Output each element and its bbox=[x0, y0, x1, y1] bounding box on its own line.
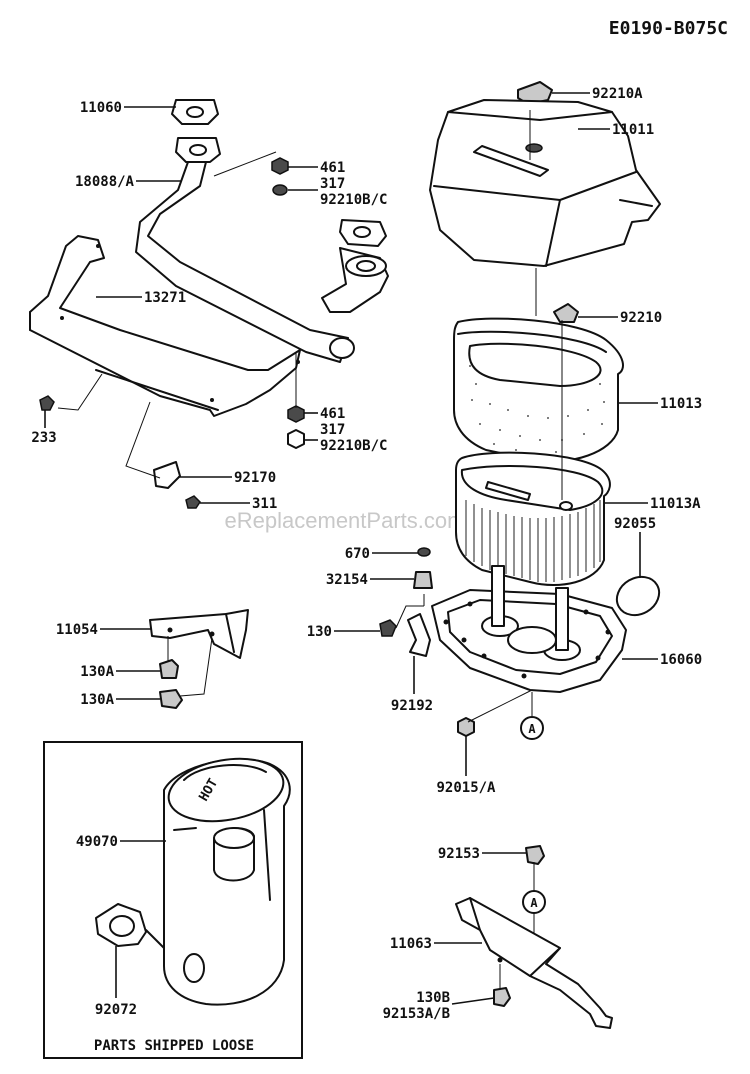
label-92072: 92072 bbox=[95, 1002, 137, 1018]
callout-a-lower: A bbox=[522, 890, 546, 914]
air-filter-element-11013a bbox=[455, 451, 611, 586]
wing-nut-92210 bbox=[553, 303, 579, 323]
label-11013a: 11013A bbox=[650, 496, 701, 512]
bolt-130b-92153ab bbox=[493, 987, 511, 1007]
label-461-bottom: 461 bbox=[320, 406, 345, 422]
nut-461-bottom bbox=[287, 405, 305, 423]
label-92210bc-bottom: 92210B/C bbox=[320, 438, 387, 454]
air-cleaner-cover-11011 bbox=[429, 99, 661, 267]
exhaust-bracket-13271 bbox=[29, 235, 301, 417]
label-92192: 92192 bbox=[391, 698, 433, 714]
diagram-id: E0190-B075C bbox=[609, 18, 728, 39]
label-49070: 49070 bbox=[76, 834, 118, 850]
pre-cleaner-foam-texture bbox=[469, 365, 605, 453]
bolt-233 bbox=[39, 395, 55, 411]
exhaust-gasket-11060 bbox=[171, 99, 219, 125]
label-92210: 92210 bbox=[620, 310, 662, 326]
watermark: eReplacementParts.com bbox=[225, 508, 466, 533]
bolt-92153 bbox=[525, 845, 545, 865]
nut-92015a bbox=[457, 717, 475, 737]
exhaust-pipe-18088 bbox=[135, 137, 389, 363]
clamp-92170 bbox=[153, 461, 181, 489]
label-92170: 92170 bbox=[234, 470, 276, 486]
bolt-130a-lower bbox=[159, 689, 183, 709]
label-130: 130 bbox=[307, 624, 332, 640]
label-233: 233 bbox=[31, 430, 56, 446]
label-11011: 11011 bbox=[612, 122, 654, 138]
nut-461-top bbox=[271, 157, 289, 175]
plug-670 bbox=[417, 547, 431, 557]
label-11054: 11054 bbox=[56, 622, 98, 638]
bolt-130a-upper bbox=[159, 659, 179, 679]
o-ring-92055 bbox=[615, 575, 661, 617]
washer-317-top bbox=[272, 184, 288, 196]
muffler-49070: HOT bbox=[163, 757, 291, 1006]
label-92210bc-top: 92210B/C bbox=[320, 192, 387, 208]
label-92015a: 92015/A bbox=[436, 780, 496, 796]
label-317-top: 317 bbox=[320, 176, 345, 192]
callout-a-upper-label: A bbox=[528, 722, 536, 736]
base-plate-16060 bbox=[431, 565, 627, 693]
label-32154: 32154 bbox=[326, 572, 368, 588]
label-317-bottom: 317 bbox=[320, 422, 345, 438]
callout-a-upper: A bbox=[520, 716, 544, 740]
label-11060: 11060 bbox=[80, 100, 122, 116]
pre-cleaner-11013 bbox=[453, 317, 624, 463]
label-311: 311 bbox=[252, 496, 277, 512]
label-92153: 92153 bbox=[438, 846, 480, 862]
nut-92210bc-bottom bbox=[287, 429, 305, 449]
label-461-top: 461 bbox=[320, 160, 345, 176]
callout-a-lower-label: A bbox=[530, 896, 538, 910]
label-92210a: 92210A bbox=[592, 86, 643, 102]
label-92153ab: 92153A/B bbox=[383, 1006, 450, 1022]
label-670: 670 bbox=[345, 546, 370, 562]
label-92055: 92055 bbox=[614, 516, 656, 532]
label-11013: 11013 bbox=[660, 396, 702, 412]
bracket-11054 bbox=[149, 609, 249, 659]
label-13271: 13271 bbox=[144, 290, 186, 306]
filter-pleats bbox=[465, 500, 601, 582]
wing-nut-92210a bbox=[517, 81, 553, 105]
parts-shipped-loose-caption: PARTS SHIPPED LOOSE bbox=[94, 1038, 254, 1054]
label-16060: 16060 bbox=[660, 652, 702, 668]
clamp-92072 bbox=[95, 903, 165, 949]
parts-shipped-loose-box bbox=[43, 741, 303, 1059]
elbow-92192 bbox=[407, 613, 431, 657]
breather-fitting-32154 bbox=[413, 571, 433, 589]
label-130a-upper: 130A bbox=[80, 664, 114, 680]
label-18088a: 18088/A bbox=[75, 174, 135, 190]
nut-311 bbox=[185, 495, 201, 509]
label-130a-lower: 130A bbox=[80, 692, 114, 708]
bracket-11063 bbox=[455, 897, 613, 1029]
label-130b: 130B bbox=[416, 990, 450, 1006]
bolt-130 bbox=[379, 619, 397, 637]
label-11063: 11063 bbox=[390, 936, 432, 952]
